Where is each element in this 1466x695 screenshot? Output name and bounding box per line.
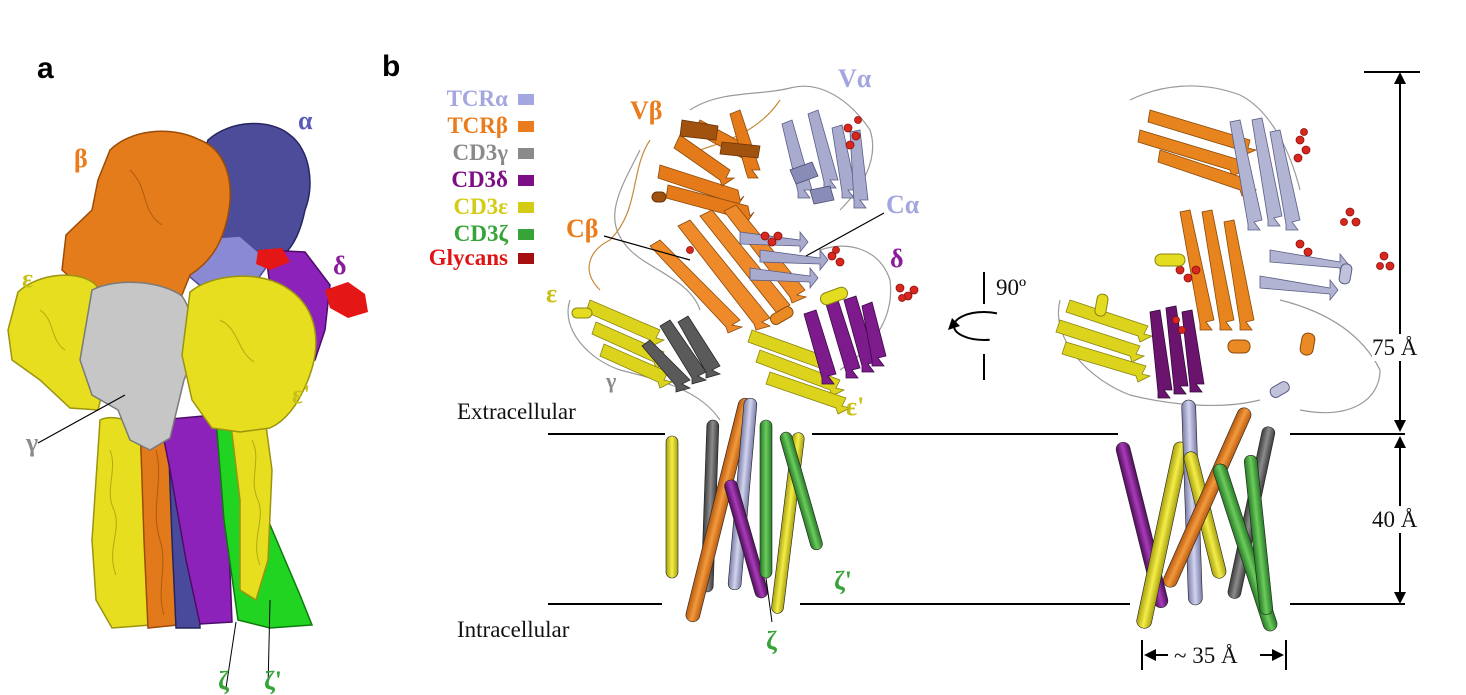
label-b-zeta: ζ [766,626,777,655]
c-alpha-pointer-line [805,212,885,257]
panel-label-a: a [37,52,54,85]
zeta-pointer-line [225,621,237,688]
rotation-label: 90º [996,275,1027,300]
panel-a-density-map [7,122,368,688]
legend-swatch [518,174,534,186]
legend-item-glycans: Glycans [408,245,534,271]
legend-label: TCRα [446,86,508,111]
rotation-arrow-icon [948,272,1015,380]
legend-swatch [518,120,534,132]
label-b-v-beta: Vβ [630,96,663,125]
legend-label: CD3γ [452,140,508,165]
label-a-beta: β [74,144,88,173]
legend-label: Glycans [428,245,508,270]
legend-swatch [518,252,534,264]
label-b-c-alpha: Cα [886,190,920,219]
label-b-c-beta: Cβ [566,214,599,243]
legend-item-cd3-delta: CD3δ [408,167,534,193]
c-beta-pointer-line [603,235,691,261]
density-glycan-1 [256,248,290,270]
dimension-markers [1141,71,1420,670]
density-glycan-2 [325,282,368,318]
extracellular-label: Extracellular [457,399,576,424]
label-a-delta: δ [333,251,347,280]
label-a-gamma: γ [26,428,39,457]
legend-item-cd3-epsilon: CD3ε [408,194,534,220]
label-b-gamma: γ [606,368,617,393]
height-top-label: 75 Å [1372,334,1418,361]
panel-b-side-view [1055,71,1420,670]
intracellular-label: Intracellular [457,617,570,642]
density-epsilon-prime [181,275,317,433]
label-a-alpha: α [298,106,313,135]
legend-label: CD3ζ [453,221,508,246]
zeta-prime-pointer-line [267,599,271,688]
zeta-b-pointer-line [765,577,773,623]
label-a-epsilon-prime: ε' [292,380,311,409]
label-b-zeta-prime: ζ' [834,566,852,595]
legend-swatch [518,93,534,105]
legend-item-cd3-gamma: CD3γ [408,140,534,166]
tm-helices-front [665,397,823,623]
label-b-v-alpha: Vα [838,64,872,93]
panel-b-front-view [548,85,1405,623]
label-a-epsilon: ε [22,264,34,293]
legend-label: CD3ε [453,194,508,219]
legend-item-tcr-beta: TCRβ [408,113,534,139]
legend-swatch [518,228,534,240]
label-b-delta: δ [890,244,904,273]
label-a-zeta-prime: ζ' [264,666,282,695]
density-beta [61,130,231,301]
legend-swatch [518,201,534,213]
legend-label: CD3δ [451,167,508,192]
height-bottom-label: 40 Å [1372,506,1418,533]
gamma-pointer-line [37,394,126,444]
legend-item-tcr-alpha: TCRα [408,86,534,112]
density-epsilon-left [7,274,111,411]
tm-helices-side [1115,399,1278,632]
legend-swatch [518,147,534,159]
label-b-epsilon: ε [546,279,558,308]
panel-label-b: b [382,50,401,83]
legend-item-cd3-zeta: CD3ζ [408,221,534,247]
legend-label: TCRβ [447,113,508,138]
label-a-zeta: ζ [218,666,229,695]
label-b-epsilon-prime: ε' [846,392,865,421]
width-label: ~ 35 Å [1174,643,1238,668]
